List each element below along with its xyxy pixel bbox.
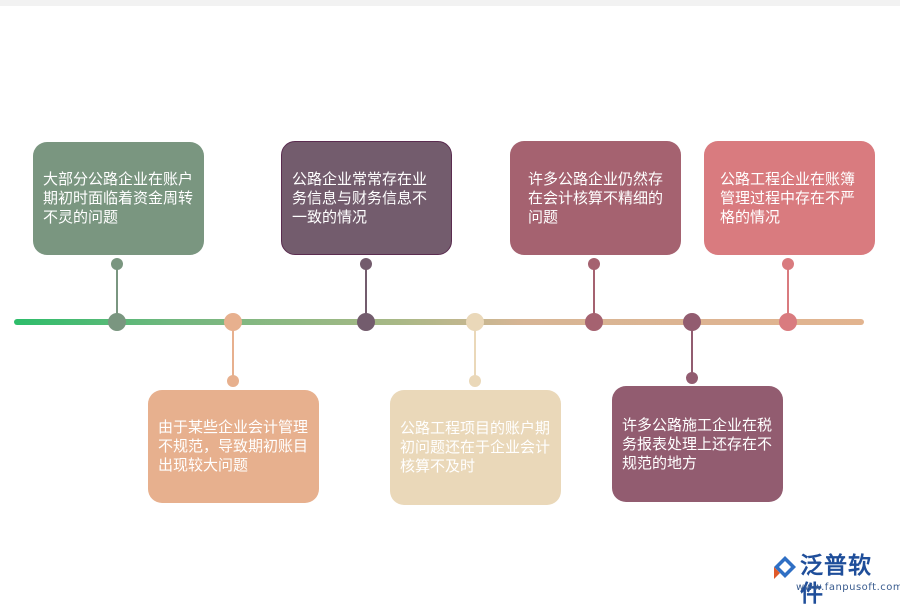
timeline-node-5 (585, 313, 603, 331)
milestone-text-7: 公路工程企业在账簿管理过程中存在不严格的情况 (720, 169, 856, 226)
logo-url: www.fanpusoft.com (796, 582, 900, 593)
logo-mark-icon (774, 556, 796, 579)
timeline-bar (14, 319, 864, 325)
timeline-node-6 (683, 313, 701, 331)
milestone-card-2: 由于某些企业会计管理不规范，导致期初账目出现较大问题 (148, 390, 319, 503)
connector-2 (232, 324, 234, 382)
end-dot-5 (588, 258, 600, 270)
milestone-text-3: 公路企业常常存在业务信息与财务信息不一致的情况 (292, 169, 428, 226)
timeline-node-3 (357, 313, 375, 331)
milestone-text-2: 由于某些企业会计管理不规范，导致期初账目出现较大问题 (158, 418, 309, 474)
milestone-text-5: 许多公路企业仍然存在会计核算不精细的问题 (528, 169, 664, 226)
milestone-card-1: 大部分公路企业在账户期初时面临着资金周转不灵的问题 (33, 142, 204, 255)
milestone-card-7: 公路工程企业在账簿管理过程中存在不严格的情况 (704, 141, 875, 255)
timeline-node-2 (224, 313, 242, 331)
milestone-card-3: 公路企业常常存在业务信息与财务信息不一致的情况 (281, 141, 452, 255)
timeline-node-4 (466, 313, 484, 331)
timeline-node-7 (779, 313, 797, 331)
brand-logo: 泛普软件 www.fanpusoft.com (772, 552, 900, 607)
timeline-node-1 (108, 313, 126, 331)
connector-4 (474, 324, 476, 382)
end-dot-6 (686, 372, 698, 384)
connector-6 (691, 324, 693, 382)
connector-3 (365, 263, 367, 321)
end-dot-7 (782, 258, 794, 270)
milestone-card-4: 公路工程项目的账户期初问题还在于企业会计核算不及时 (390, 390, 561, 505)
connector-7 (787, 263, 789, 321)
milestone-card-6: 许多公路施工企业在税务报表处理上还存在不规范的地方 (612, 386, 783, 502)
connector-5 (593, 263, 595, 321)
milestone-text-6: 许多公路施工企业在税务报表处理上还存在不规范的地方 (622, 415, 773, 472)
connector-1 (116, 263, 118, 321)
end-dot-3 (360, 258, 372, 270)
end-dot-4 (469, 375, 481, 387)
end-dot-1 (111, 258, 123, 270)
milestone-text-1: 大部分公路企业在账户期初时面临着资金周转不灵的问题 (43, 170, 194, 226)
top-strip (0, 0, 900, 6)
end-dot-2 (227, 375, 239, 387)
milestone-text-4: 公路工程项目的账户期初问题还在于企业会计核算不及时 (400, 419, 551, 475)
milestone-card-5: 许多公路企业仍然存在会计核算不精细的问题 (510, 141, 681, 255)
